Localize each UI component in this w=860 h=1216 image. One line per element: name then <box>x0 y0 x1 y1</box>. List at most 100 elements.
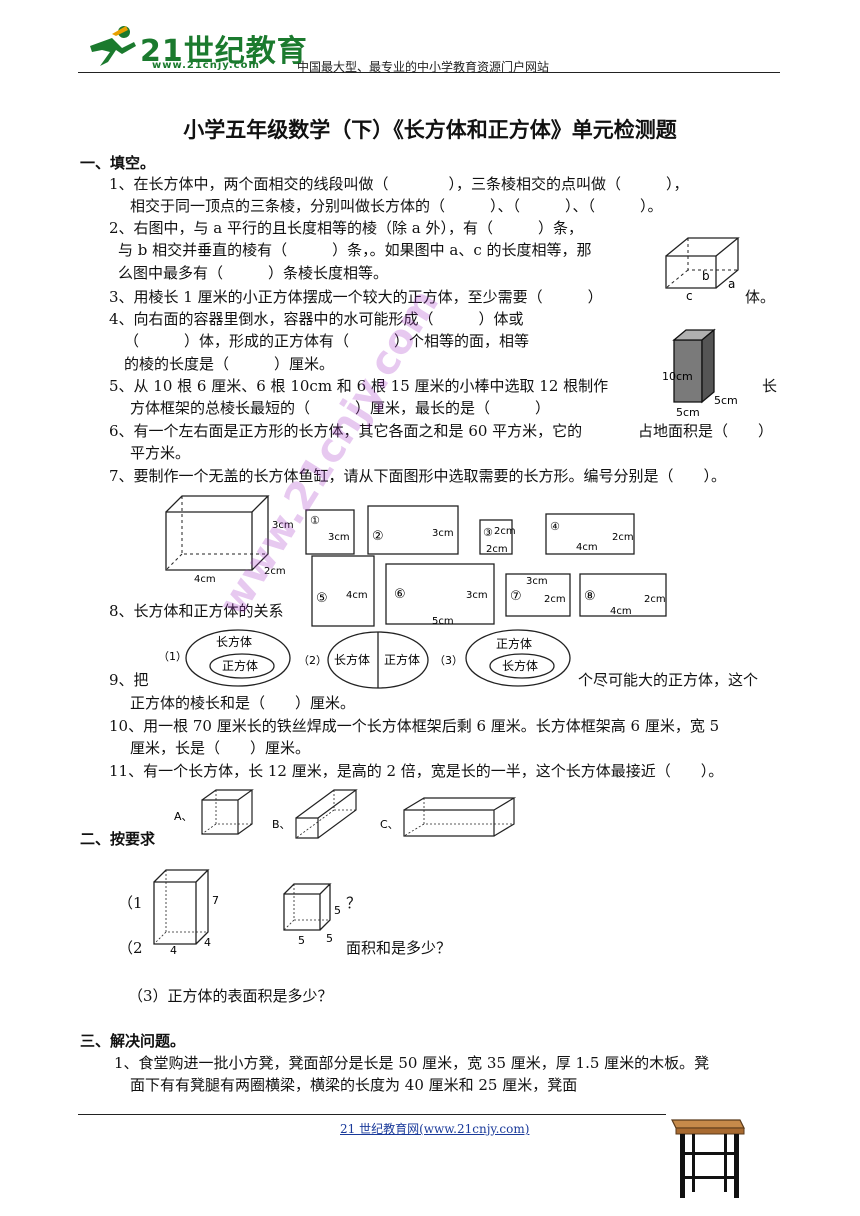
rect-1-num: ① <box>310 514 320 527</box>
q4-line3: 的棱的长度是（ ）厘米。 <box>124 355 335 373</box>
box-label-a: a <box>728 277 735 291</box>
rect-4-label-side: 2cm <box>612 532 634 543</box>
q1-line2: 相交于同一顶点的三条棱，分别叫做长方体的（ ）、（ ）、（ ）。 <box>130 197 663 215</box>
stool-icon <box>671 1119 745 1198</box>
s3-q1-line1: 1、食堂购进一批小方凳，凳面部分是长是 50 厘米，宽 35 厘米，厚 1.5 … <box>114 1054 710 1072</box>
rect-7 <box>505 573 571 617</box>
q11-options: A、 B、 C、 <box>174 789 517 839</box>
s2-part1: （1 <box>118 894 143 912</box>
rect-6-label-side: 3cm <box>466 590 488 601</box>
option-1-inner <box>209 653 275 679</box>
option-b-label: B、 <box>272 818 291 831</box>
section2-heading: 二、按要求 <box>80 830 156 848</box>
rect-6 <box>385 563 495 625</box>
rect-3-label-side: 2cm <box>494 526 516 537</box>
q6-end: 占地面积是（ ） <box>638 422 774 440</box>
option-2-num: （2） <box>298 654 327 667</box>
s3-q1-line2: 面下有有凳腿有两圈横梁，横梁的长度为 40 厘米和 25 厘米，凳面 <box>130 1076 578 1094</box>
option-3-num: （3） <box>434 654 463 667</box>
option-3-outer-label: 正方体 <box>496 636 532 651</box>
q9-line2: 正方体的棱长和是（ ）厘米。 <box>130 694 356 712</box>
option-1-num: （1） <box>158 650 187 663</box>
rect-8 <box>579 573 667 617</box>
fish-tank-figures: 3cm 4cm 2cm ① 3cm ② 3cm ③ 2cm 2cm ④ 4cm … <box>165 495 667 627</box>
option-a-cube <box>201 789 254 835</box>
option-1-inner-label: 正方体 <box>222 658 258 673</box>
section1-heading: 一、填空。 <box>80 154 156 172</box>
rect-8-label-side: 2cm <box>644 594 666 605</box>
rect-5-num: ⑤ <box>316 591 328 606</box>
option-c-cuboid <box>403 797 517 837</box>
q2-line3: 么图中最多有（ ）条棱长度相等。 <box>118 264 389 282</box>
cube-figure <box>283 883 332 931</box>
tank-label-length: 4cm <box>194 574 216 585</box>
prism-figure <box>153 869 210 945</box>
rect-5 <box>311 555 375 627</box>
prism-label-width: 4 <box>204 936 211 949</box>
logo-text: 21世纪教育 <box>140 34 308 69</box>
cube-label-length: 5 <box>298 934 305 947</box>
container-label-height: 10cm <box>662 370 693 383</box>
option-a-label: A、 <box>174 810 193 823</box>
q4-line2: （ ）体，形成的正方体有（ ）个相等的面，相等 <box>124 332 530 350</box>
cuboid-figure-abc: b a c <box>665 237 740 303</box>
rect-2-label: 3cm <box>432 528 454 539</box>
option-2-left-label: 长方体 <box>334 652 370 667</box>
rect-7-label-side: 2cm <box>544 594 566 605</box>
q5-line2: 方体框架的总棱长最短的（ ）厘米，最长的是（ ） <box>130 399 551 417</box>
header-tagline: 中国最大型、最专业的中小学教育资源门户网站 <box>297 60 550 74</box>
box-label-b: b <box>702 269 710 283</box>
logo-url: www.21cnjy.com <box>152 60 260 71</box>
option-1-outer <box>185 629 291 687</box>
q8-line: 8、长方体和正方体的关系 <box>109 602 284 620</box>
header-rule <box>78 72 780 73</box>
rect-2-num: ② <box>372 529 384 544</box>
s2-part2: （2 <box>118 939 143 957</box>
q6-line1: 6、有一个左右面是正方形的长方体，其它各面之和是 60 平方米，它的 <box>109 422 583 440</box>
q2-line1: 2、右图中，与 a 平行的且长度相等的棱（除 a 外），有（ ）条， <box>109 219 584 237</box>
rect-4 <box>545 513 635 555</box>
section3-heading: 三、解决问题。 <box>80 1032 186 1050</box>
prism-and-cube-figures: 7 4 4 5 5 5 <box>153 869 341 957</box>
tank-label-width: 2cm <box>264 566 286 577</box>
rect-6-num: ⑥ <box>394 587 406 602</box>
box-label-c: c <box>686 289 693 303</box>
q7-line: 7、要制作一个无盖的长方体鱼缸，请从下面图形中选取需要的长方形。编号分别是（ ）… <box>109 467 727 485</box>
q3-line: 3、用棱长 1 厘米的小正方体摆成一个较大的正方体，至少需要（ ） <box>109 288 603 306</box>
footer-rule <box>78 1114 666 1115</box>
rect-3 <box>479 519 513 555</box>
page-title: 小学五年级数学（下）《长方体和正方体》单元检测题 <box>183 118 677 142</box>
q6-line2: 平方米。 <box>130 444 191 462</box>
rect-7-num: ⑦ <box>510 589 522 604</box>
option-3-inner <box>489 653 555 679</box>
q11-line: 11、有一个长方体，长 12 厘米，是高的 2 倍，宽是长的一半，这个长方体最接… <box>109 762 724 780</box>
q4-line1: 4、向右面的容器里倒水，容器中的水可能形成（ ）体或 <box>109 310 524 328</box>
option-1-outer-label: 长方体 <box>216 634 252 649</box>
container-figure: 10cm 5cm 5cm <box>662 328 738 419</box>
q3-end: 体。 <box>745 288 776 306</box>
rect-1-label: 3cm <box>328 532 350 543</box>
s2-part3: （3）正方体的表面积是多少？ <box>128 987 333 1005</box>
rect-4-label-bottom: 4cm <box>576 542 598 553</box>
rect-6-label-bottom: 5cm <box>432 616 454 627</box>
tank-figure: 3cm 4cm 2cm <box>165 495 294 585</box>
option-3-outer <box>465 629 571 687</box>
rect-4-num: ④ <box>550 520 560 533</box>
q10-line2: 厘米，长是（ ）厘米。 <box>130 739 311 757</box>
q2-line2: 与 b 相交并垂直的棱有（ ）条，。如果图中 a、c 的长度相等，那 <box>118 241 592 259</box>
rect-7-label-top: 3cm <box>526 576 548 587</box>
option-3-inner-label: 长方体 <box>502 658 538 673</box>
option-2-right-label: 正方体 <box>384 652 420 667</box>
rect-3-label-bottom: 2cm <box>486 544 508 555</box>
rect-8-label-bottom: 4cm <box>610 606 632 617</box>
rect-5-label: 4cm <box>346 590 368 601</box>
option-c-label: C、 <box>380 818 399 831</box>
logo-runner-icon <box>90 26 136 66</box>
cube-label-height: 5 <box>334 904 341 917</box>
q5-line1: 5、从 10 根 6 厘米、6 根 10cm 和 6 根 15 厘米的小棒中选取… <box>109 377 609 395</box>
footer-link[interactable]: 21 世纪教育网(www.21cnjy.com) <box>340 1122 530 1136</box>
container-label-width: 5cm <box>714 394 738 407</box>
prism-label-length: 4 <box>170 944 177 957</box>
rect-1 <box>305 509 355 555</box>
rect-8-num: ⑧ <box>584 589 596 604</box>
